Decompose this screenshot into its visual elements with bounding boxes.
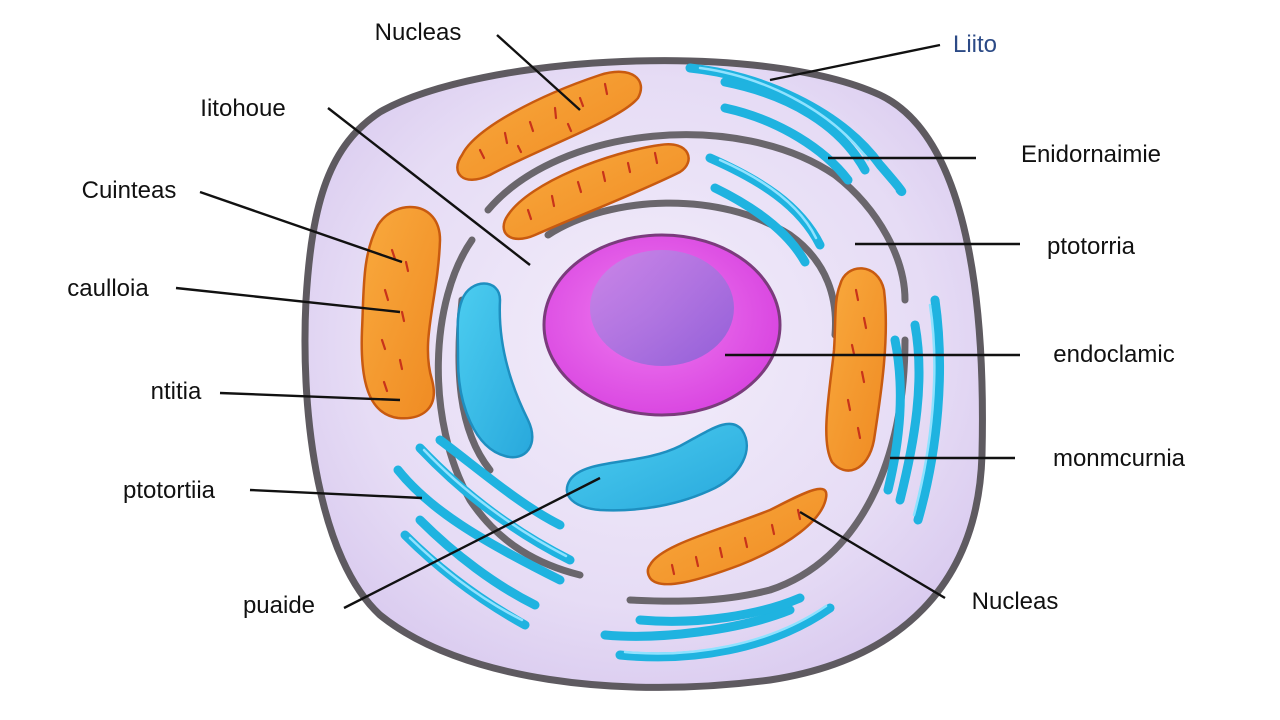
vacuole-left xyxy=(456,282,534,459)
label-ntitia: ntitia xyxy=(151,378,202,405)
nucleus xyxy=(542,233,782,417)
label-cuinteas: Cuinteas xyxy=(82,177,177,204)
label-caulloia: caulloia xyxy=(67,275,149,302)
label-nucleas-top: Nucleas xyxy=(375,19,462,46)
mitochondrion-bottom xyxy=(646,487,828,586)
mitochondrion-left xyxy=(360,205,442,420)
er-bottom xyxy=(600,593,835,662)
label-monmcurnia: monmcurnia xyxy=(1053,445,1186,472)
label-puaide: puaide xyxy=(243,592,315,619)
er-top-right xyxy=(685,63,907,267)
nucleolus xyxy=(590,250,734,366)
label-nucleas-bottom: Nucleas xyxy=(972,588,1059,615)
label-liito: Liito xyxy=(953,31,997,58)
mitochondrion-right xyxy=(825,267,888,472)
label-enidornaimie: Enidornaimie xyxy=(1021,141,1161,168)
label-ptotortiia: ptotortiia xyxy=(123,477,216,504)
label-iitohoue: Iitohoue xyxy=(200,95,285,122)
vacuole-group xyxy=(456,282,748,512)
vacuole-bottom xyxy=(565,422,748,512)
label-endoclamic: endoclamic xyxy=(1053,341,1174,368)
leader-lines xyxy=(175,34,1020,610)
mitochondrion-top-1 xyxy=(456,70,643,181)
mitochondria-group xyxy=(360,70,888,586)
mitochondrion-top-2 xyxy=(502,143,690,241)
er-right xyxy=(883,295,944,525)
er-bottom-left xyxy=(393,435,575,630)
label-ptotorria-right: ptotorria xyxy=(1047,233,1136,260)
